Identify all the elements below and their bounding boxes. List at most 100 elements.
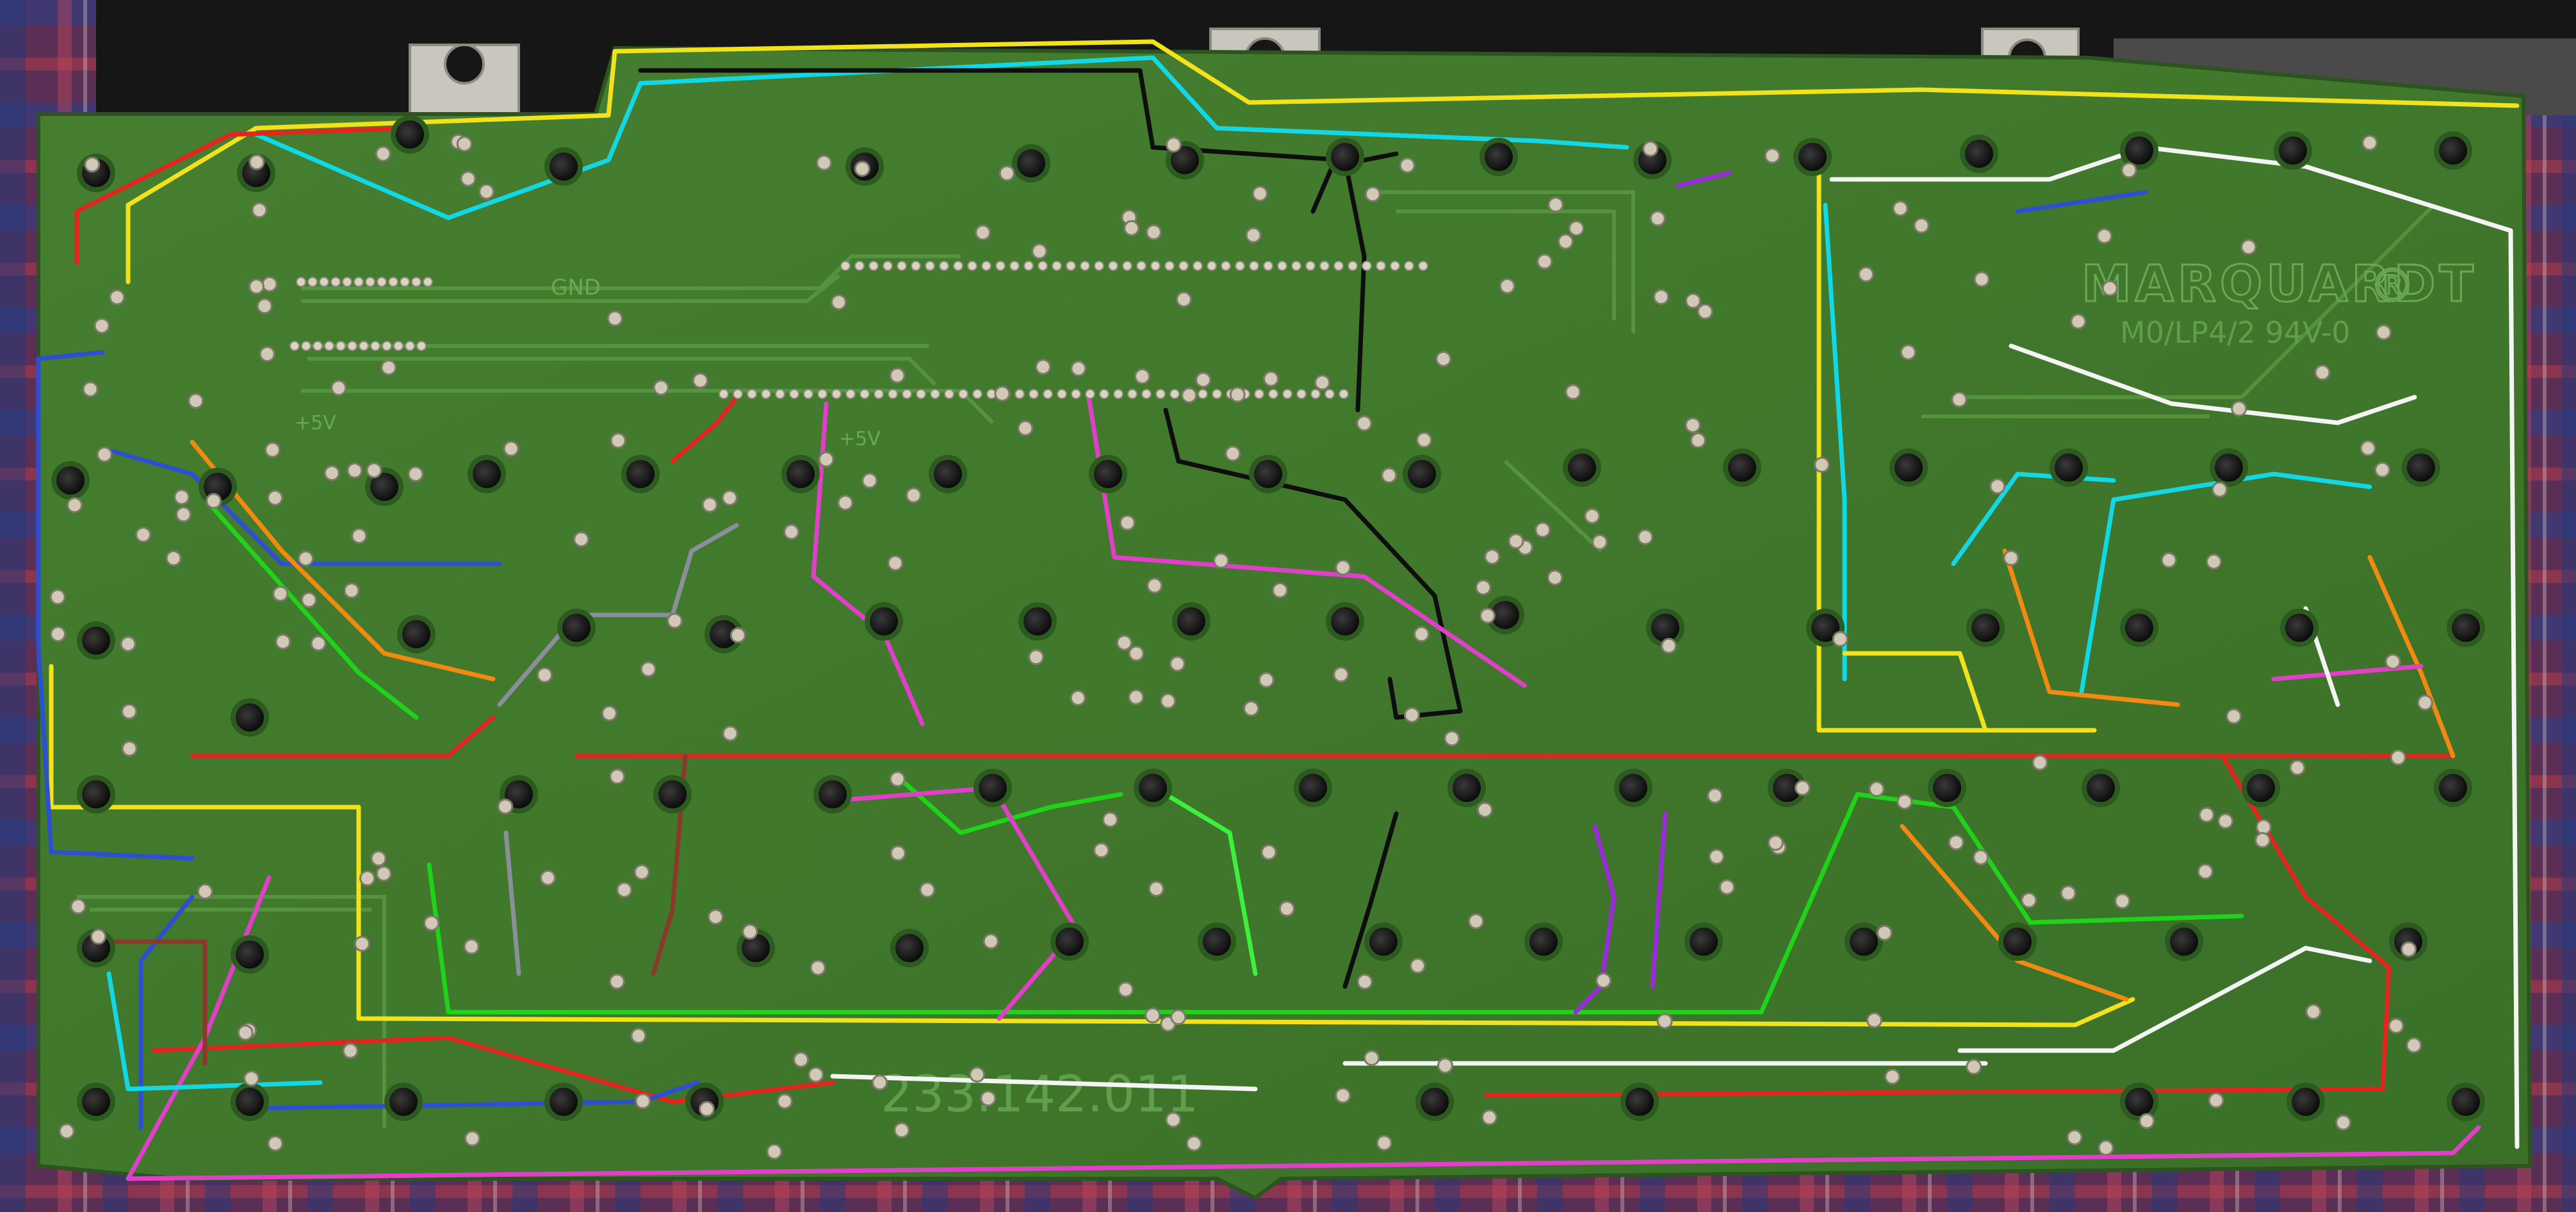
switch-body — [626, 460, 655, 488]
ic-pin — [840, 261, 851, 271]
solder-pad — [1160, 692, 1177, 709]
solder-pad — [1537, 253, 1553, 270]
ic-pin — [1404, 261, 1414, 271]
brand-logo-text: MARQUARDT — [2082, 256, 2477, 313]
solder-pad — [1642, 140, 1659, 157]
solder-pad — [370, 850, 387, 867]
solder-pad — [206, 493, 222, 509]
ic-pin — [1136, 261, 1146, 271]
solder-pad — [1128, 689, 1145, 705]
solder-pad — [1832, 631, 1848, 648]
switch-body — [236, 1088, 264, 1116]
lime-wire — [1163, 792, 1258, 976]
solder-pad — [175, 506, 192, 523]
solder-pad — [1684, 293, 1701, 309]
solder-pad — [243, 1070, 260, 1086]
switch-body — [2292, 1088, 2320, 1116]
solder-pad — [343, 582, 360, 599]
ic-pin — [874, 389, 884, 399]
solder-pad — [1649, 210, 1666, 227]
solder-pad — [1335, 1087, 1351, 1104]
solder-pad — [1017, 420, 1034, 436]
switch-body — [1895, 454, 1923, 482]
solder-pad — [692, 372, 708, 389]
solder-pad — [1123, 220, 1140, 236]
ic-pin — [1212, 389, 1222, 399]
switch-body — [1421, 1088, 1449, 1116]
solder-pad — [1181, 387, 1198, 404]
ic-pin — [967, 261, 977, 271]
copper-trace — [77, 895, 386, 1127]
switch-body — [1331, 143, 1359, 171]
solder-pad — [165, 550, 182, 566]
ic-pin — [953, 261, 963, 271]
solder-pad — [640, 661, 656, 678]
ic-pin — [1170, 389, 1180, 399]
ic-pin — [1305, 261, 1316, 271]
switch-body — [1568, 454, 1596, 482]
solder-pad — [407, 466, 424, 482]
switch-body — [1811, 614, 1839, 642]
solder-pad — [1697, 303, 1713, 320]
ic-pin — [301, 341, 311, 351]
switch-body — [1651, 614, 1679, 642]
switch-body — [819, 780, 847, 808]
solder-pad — [1134, 368, 1150, 384]
switch-body — [870, 607, 898, 635]
solder-pad — [1868, 781, 1885, 798]
switch-body — [1491, 601, 1519, 629]
solder-pad — [1093, 842, 1110, 858]
switch-body — [1971, 614, 2000, 642]
ic-pin — [854, 261, 865, 271]
solder-pad — [2060, 885, 2076, 901]
switch-body — [236, 703, 264, 732]
solder-pad — [980, 1090, 997, 1107]
solder-pad — [1416, 432, 1433, 448]
solder-pad — [831, 294, 847, 311]
ic-pin — [883, 261, 893, 271]
solder-pad — [2417, 694, 2433, 711]
white-wire — [1957, 946, 2372, 1053]
solder-pad — [423, 915, 440, 931]
switch-body — [82, 626, 110, 655]
solder-pad — [2066, 1129, 2083, 1145]
switch-body — [934, 460, 962, 488]
ic-pin — [1325, 389, 1335, 399]
solder-pad — [2139, 1113, 2155, 1129]
switch-body — [2125, 136, 2153, 165]
solder-pad — [346, 463, 363, 479]
solder-pad — [1146, 577, 1163, 594]
ic-pin — [1339, 389, 1349, 399]
blue-wire — [138, 894, 195, 1130]
solder-pad — [1335, 559, 1351, 576]
solder-pad — [2406, 1037, 2422, 1054]
solder-pad — [1435, 350, 1452, 367]
solder-pads — [49, 133, 2433, 1160]
solder-pad — [120, 635, 136, 652]
gnd-label: GND — [551, 275, 601, 300]
switch-body — [2439, 774, 2467, 802]
ic-pin — [888, 389, 898, 399]
solder-pad — [1145, 224, 1162, 240]
switch-body — [2452, 1088, 2480, 1116]
solder-pad — [259, 346, 275, 363]
ic-pin — [416, 341, 427, 351]
ic-pin — [1155, 389, 1166, 399]
solder-pad — [188, 393, 204, 409]
orange-wire — [190, 439, 496, 682]
switch-body — [1850, 928, 1878, 956]
switch-body — [1023, 607, 1052, 635]
ic-pin — [342, 277, 352, 287]
ic-pin — [925, 261, 935, 271]
switch-body — [1965, 140, 1993, 168]
solder-pad — [2198, 807, 2215, 823]
solder-pad — [1165, 1111, 1182, 1128]
solder-pad — [889, 367, 906, 384]
solder-pad — [1357, 974, 1373, 990]
solder-pad — [1414, 626, 1430, 643]
purple-wire — [1675, 170, 1732, 188]
copper-trace — [307, 357, 937, 386]
solder-pad — [49, 589, 66, 605]
ic-pin — [359, 341, 369, 351]
solder-pad — [264, 441, 281, 458]
